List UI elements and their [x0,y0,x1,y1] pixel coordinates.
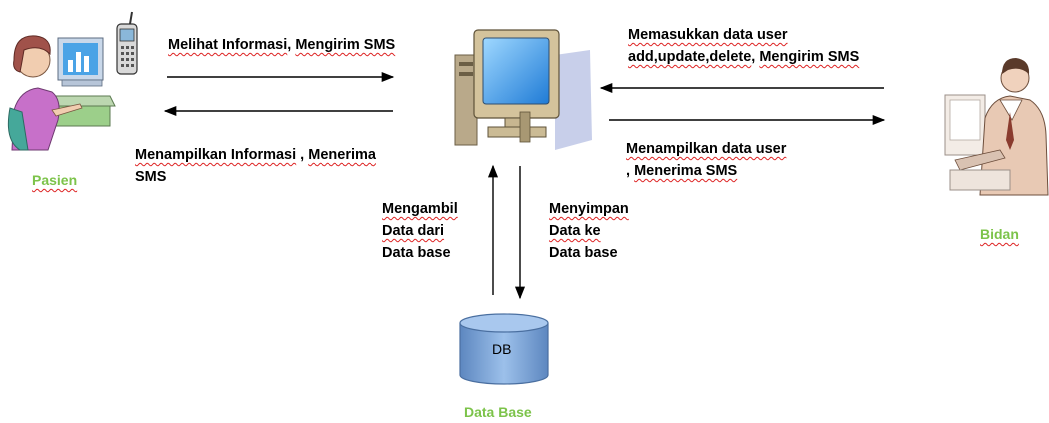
label-bidan-to-system-sep: , [751,49,760,65]
actor-label-database: Data Base [464,404,532,420]
db-cylinder-label: DB [492,341,512,357]
label-pasien-to-system-sep: , [287,37,296,53]
label-system-to-db: Menyimpan Data ke Data base [549,198,629,264]
patient-icon [7,35,116,151]
label-pasien-to-system-part1: Melihat Informasi [168,37,288,53]
label-db-to-system-line2: Data dari [382,223,445,239]
label-system-to-pasien-line2: SMS [135,169,167,185]
label-system-to-pasien-part1: Menampilkan Informasi [135,147,297,163]
label-pasien-to-system-part2: Mengirim SMS [295,37,396,53]
label-system-to-bidan-line2b: Menerima SMS [634,163,738,179]
label-db-to-system-line3: Data base [382,245,451,261]
mobile-phone-icon [116,11,138,75]
label-system-to-db-line2: Data ke [549,223,601,239]
label-db-to-system: Mengambil Data dari Data base [382,198,458,264]
label-bidan-to-system-line2a: add,update,delete [628,49,752,65]
label-system-to-pasien: Menampilkan Informasi , Menerima SMS [135,144,376,188]
label-system-to-bidan-line2a: , [626,163,635,179]
label-db-to-system-line1: Mengambil [382,201,458,217]
actor-label-bidan: Bidan [980,226,1019,242]
label-system-to-bidan: Menampilkan data user , Menerima SMS [626,138,786,182]
label-bidan-to-system: Memasukkan data user add,update,delete, … [628,24,859,68]
label-system-to-db-line1: Menyimpan [549,201,629,217]
label-pasien-to-system: Melihat Informasi, Mengirim SMS [168,34,395,56]
label-bidan-to-system-line1: Memasukkan data user [628,27,788,43]
label-system-to-db-line3: Data base [549,245,618,261]
midwife-icon [944,58,1049,196]
label-system-to-pasien-sep: , [296,147,309,163]
computer-icon [454,29,592,150]
label-system-to-pasien-part2: Menerima [308,147,376,163]
actor-label-pasien: Pasien [32,172,78,188]
database-cylinder-icon [459,313,549,385]
label-bidan-to-system-line2b: Mengirim SMS [759,49,860,65]
label-system-to-bidan-line1: Menampilkan data user [626,141,787,157]
